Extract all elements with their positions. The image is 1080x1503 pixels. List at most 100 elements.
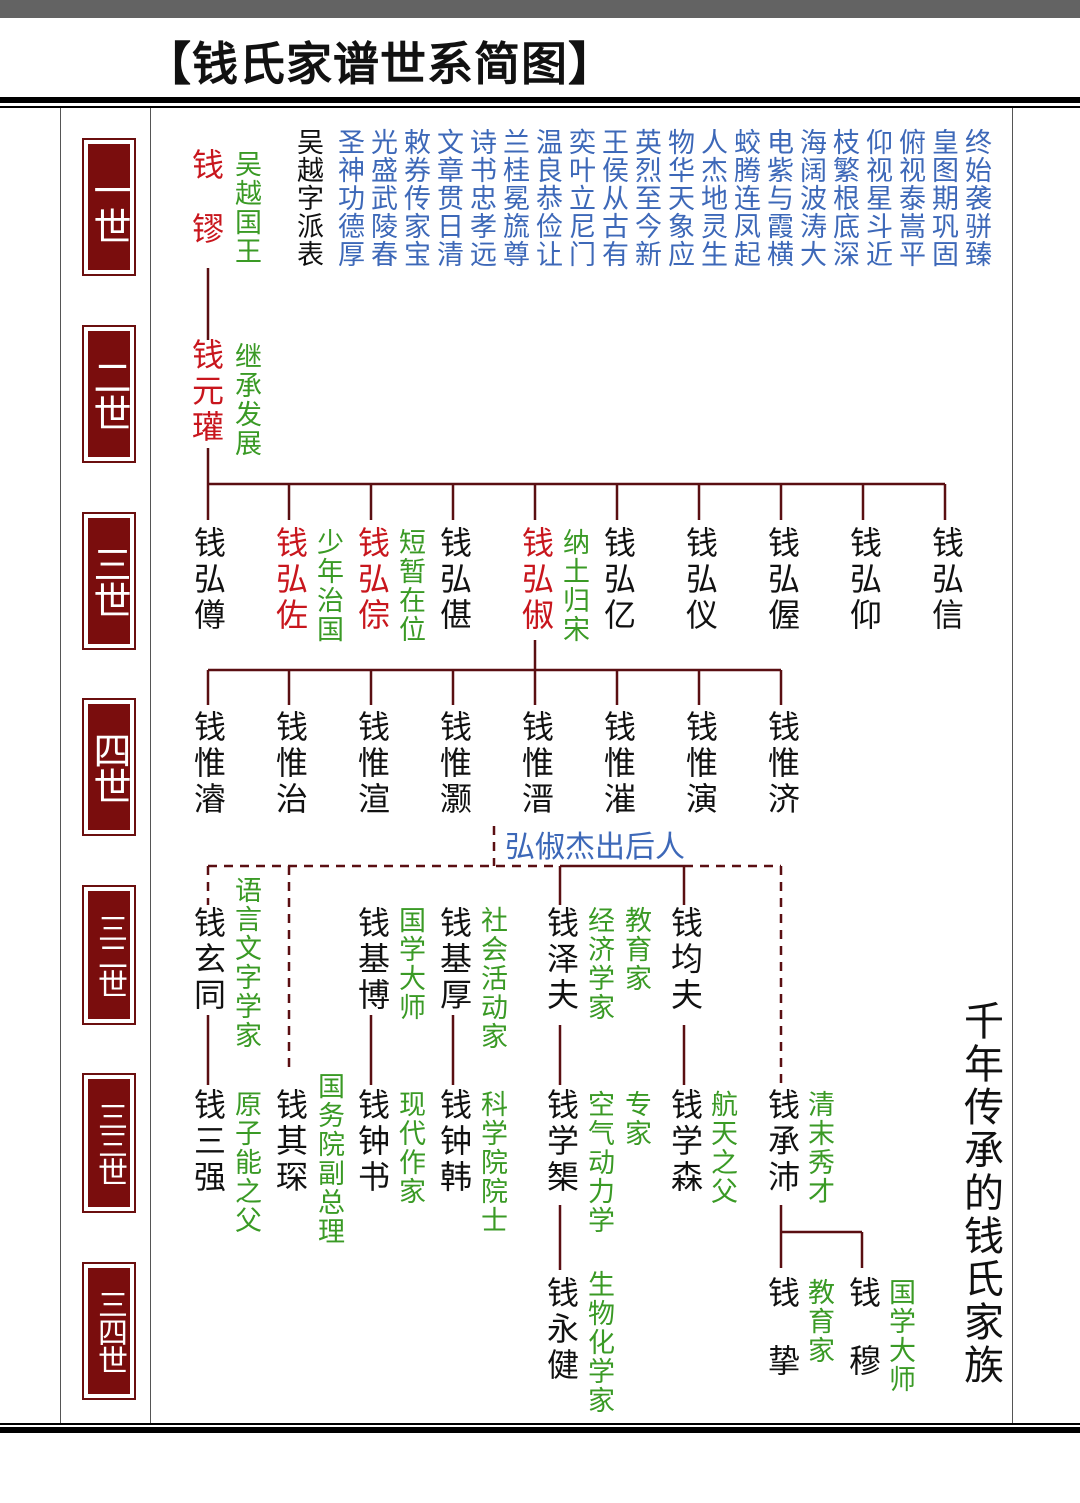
note-qian-jibo: 国学大师 bbox=[394, 906, 425, 1022]
person-qian-zhi: 钱挚 bbox=[763, 1276, 801, 1412]
person-qian-jihou: 钱基厚 bbox=[435, 906, 473, 1014]
zipai-column: 王侯从古有 bbox=[597, 128, 628, 268]
note-qian-qichen: 国务院副总理 bbox=[313, 1072, 344, 1246]
zipai-column: 兰桂冕旒尊 bbox=[498, 128, 529, 268]
gen2-note: 继承发展 bbox=[230, 342, 261, 458]
gen4-person: 钱惟演 bbox=[681, 710, 719, 818]
note-qian-zefu: 经济学家 bbox=[583, 906, 614, 1022]
generation-label-text: 一世 bbox=[87, 171, 131, 243]
person-qian-zhongshu: 钱钟书 bbox=[353, 1088, 391, 1196]
note-qian-zefu-2: 教育家 bbox=[620, 906, 651, 993]
generation-label-3: 三世 bbox=[82, 512, 136, 650]
note-qian-sanqiang: 原子能之父 bbox=[230, 1090, 261, 1235]
zipai-column: 敕券传家宝 bbox=[399, 128, 430, 268]
person-qian-yongjian: 钱永健 bbox=[542, 1276, 580, 1384]
gen2-name: 钱元瓘 bbox=[187, 338, 225, 446]
gen4-person: 钱惟渲 bbox=[353, 710, 391, 818]
note-qian-mu: 国学大师 bbox=[884, 1278, 915, 1394]
zipai-column: 英烈至今新 bbox=[630, 128, 661, 268]
descendants-label: 弘俶杰出后人 bbox=[505, 830, 685, 865]
person-qian-jibo: 钱基博 bbox=[353, 906, 391, 1014]
note-qian-xuesen: 航天之父 bbox=[706, 1090, 737, 1206]
person-qian-zefu: 钱泽夫 bbox=[542, 906, 580, 1014]
frame-left-line bbox=[60, 108, 61, 1423]
zipai-column: 光盛武陵春 bbox=[366, 128, 397, 268]
generation-label-6: 三三世 bbox=[82, 1073, 136, 1213]
gen3-person: 钱弘仪 bbox=[681, 526, 719, 634]
generation-label-text: 四世 bbox=[87, 731, 131, 803]
zipai-column: 温良恭俭让 bbox=[531, 128, 562, 268]
gen4-person: 钱惟溍 bbox=[517, 710, 555, 818]
gen4-person: 钱惟漼 bbox=[599, 710, 637, 818]
gen1-name: 钱镠 bbox=[187, 148, 225, 276]
bottom-rule bbox=[0, 1427, 1080, 1433]
person-qian-mu: 钱穆 bbox=[844, 1276, 882, 1412]
frame-right-line bbox=[1012, 108, 1013, 1423]
note-qian-jihou: 社会活动家 bbox=[476, 906, 507, 1051]
person-qian-sanqiang: 钱三强 bbox=[189, 1088, 227, 1196]
zipai-column: 电紫与霞横 bbox=[762, 128, 793, 268]
top-bar bbox=[0, 0, 1080, 18]
zipai-column: 人杰地灵生 bbox=[696, 128, 727, 268]
gen3-person: 钱弘偡 bbox=[435, 526, 473, 634]
top-rule bbox=[0, 97, 1080, 103]
generation-label-2: 二世 bbox=[82, 325, 136, 463]
frame-divider-line bbox=[150, 108, 151, 1423]
zipai-column: 圣神功德厚 bbox=[333, 128, 364, 268]
bottom-rule-thin bbox=[0, 1423, 1080, 1425]
person-qian-junfu: 钱均夫 bbox=[666, 906, 704, 1014]
note-qian-xueju-2: 专家 bbox=[620, 1090, 651, 1148]
zipai-column: 终始袭骈臻 bbox=[960, 128, 991, 268]
gen4-person: 钱惟济 bbox=[763, 710, 801, 818]
person-qian-chengpei: 钱承沛 bbox=[763, 1088, 801, 1196]
gen4-person: 钱惟濬 bbox=[189, 710, 227, 818]
person-qian-qichen: 钱其琛 bbox=[271, 1088, 309, 1196]
gen3-person: 钱弘信 bbox=[927, 526, 965, 634]
gen4-person: 钱惟治 bbox=[271, 710, 309, 818]
gen3-person: 钱弘倧 bbox=[353, 526, 391, 634]
gen3-person: 钱弘僔 bbox=[189, 526, 227, 634]
generation-label-text: 三世 bbox=[87, 545, 131, 617]
generation-label-1: 一世 bbox=[82, 138, 136, 276]
note-qian-yongjian: 生物化学家 bbox=[583, 1270, 614, 1415]
note-qian-zhonghan: 科学院院士 bbox=[476, 1090, 507, 1235]
generation-label-text: 三二世 bbox=[92, 913, 127, 997]
person-qian-xueju: 钱学榘 bbox=[542, 1088, 580, 1196]
zipai-column: 奕叶立尼门 bbox=[564, 128, 595, 268]
gen3-person: 钱弘俶 bbox=[517, 526, 555, 634]
zipai-column: 文章贯日清 bbox=[432, 128, 463, 268]
person-qian-zhonghan: 钱钟韩 bbox=[435, 1088, 473, 1196]
person-qian-xuesen: 钱学森 bbox=[666, 1088, 704, 1196]
top-rule-thin bbox=[0, 106, 1080, 108]
note-qian-zhongshu: 现代作家 bbox=[394, 1090, 425, 1206]
zipai-column: 海阔波涛大 bbox=[795, 128, 826, 268]
gen3-person: 钱弘仰 bbox=[845, 526, 883, 634]
zipai-column: 物华天象应 bbox=[663, 128, 694, 268]
gen4-person: 钱惟灏 bbox=[435, 710, 473, 818]
gen1-note: 吴越国王 bbox=[230, 150, 261, 266]
gen3-note: 少年治国 bbox=[312, 528, 343, 644]
zipai-column: 诗书忠孝远 bbox=[465, 128, 496, 268]
note-qian-xuantong: 语言文字学家 bbox=[230, 876, 261, 1050]
gen3-person: 钱弘佐 bbox=[271, 526, 309, 634]
note-qian-chengpei: 清末秀才 bbox=[803, 1090, 834, 1206]
gen3-note: 短暂在位 bbox=[394, 528, 425, 644]
gen3-person: 钱弘偓 bbox=[763, 526, 801, 634]
zipai-column: 俯视泰嵩平 bbox=[894, 128, 925, 268]
generation-label-text: 三三世 bbox=[92, 1101, 127, 1185]
zipai-column: 枝繁根底深 bbox=[828, 128, 859, 268]
slogan: 千年传承的钱氏家族 bbox=[957, 1000, 1003, 1387]
note-qian-xueju: 空气动力学 bbox=[583, 1090, 614, 1235]
gen3-note: 纳土归宋 bbox=[558, 528, 589, 644]
zipai-label: 吴越字派表 bbox=[292, 128, 323, 268]
generation-label-5: 三二世 bbox=[82, 885, 136, 1025]
person-qian-xuantong: 钱玄同 bbox=[189, 906, 227, 1014]
generation-label-text: 二世 bbox=[87, 358, 131, 430]
zipai-column: 蛟腾连凤起 bbox=[729, 128, 760, 268]
page-title: 【钱氏家谱世系简图】 bbox=[145, 37, 615, 91]
gen3-person: 钱弘亿 bbox=[599, 526, 637, 634]
generation-label-text: 三四世 bbox=[92, 1289, 127, 1373]
generation-label-4: 四世 bbox=[82, 698, 136, 836]
note-qian-zhi: 教育家 bbox=[803, 1278, 834, 1365]
